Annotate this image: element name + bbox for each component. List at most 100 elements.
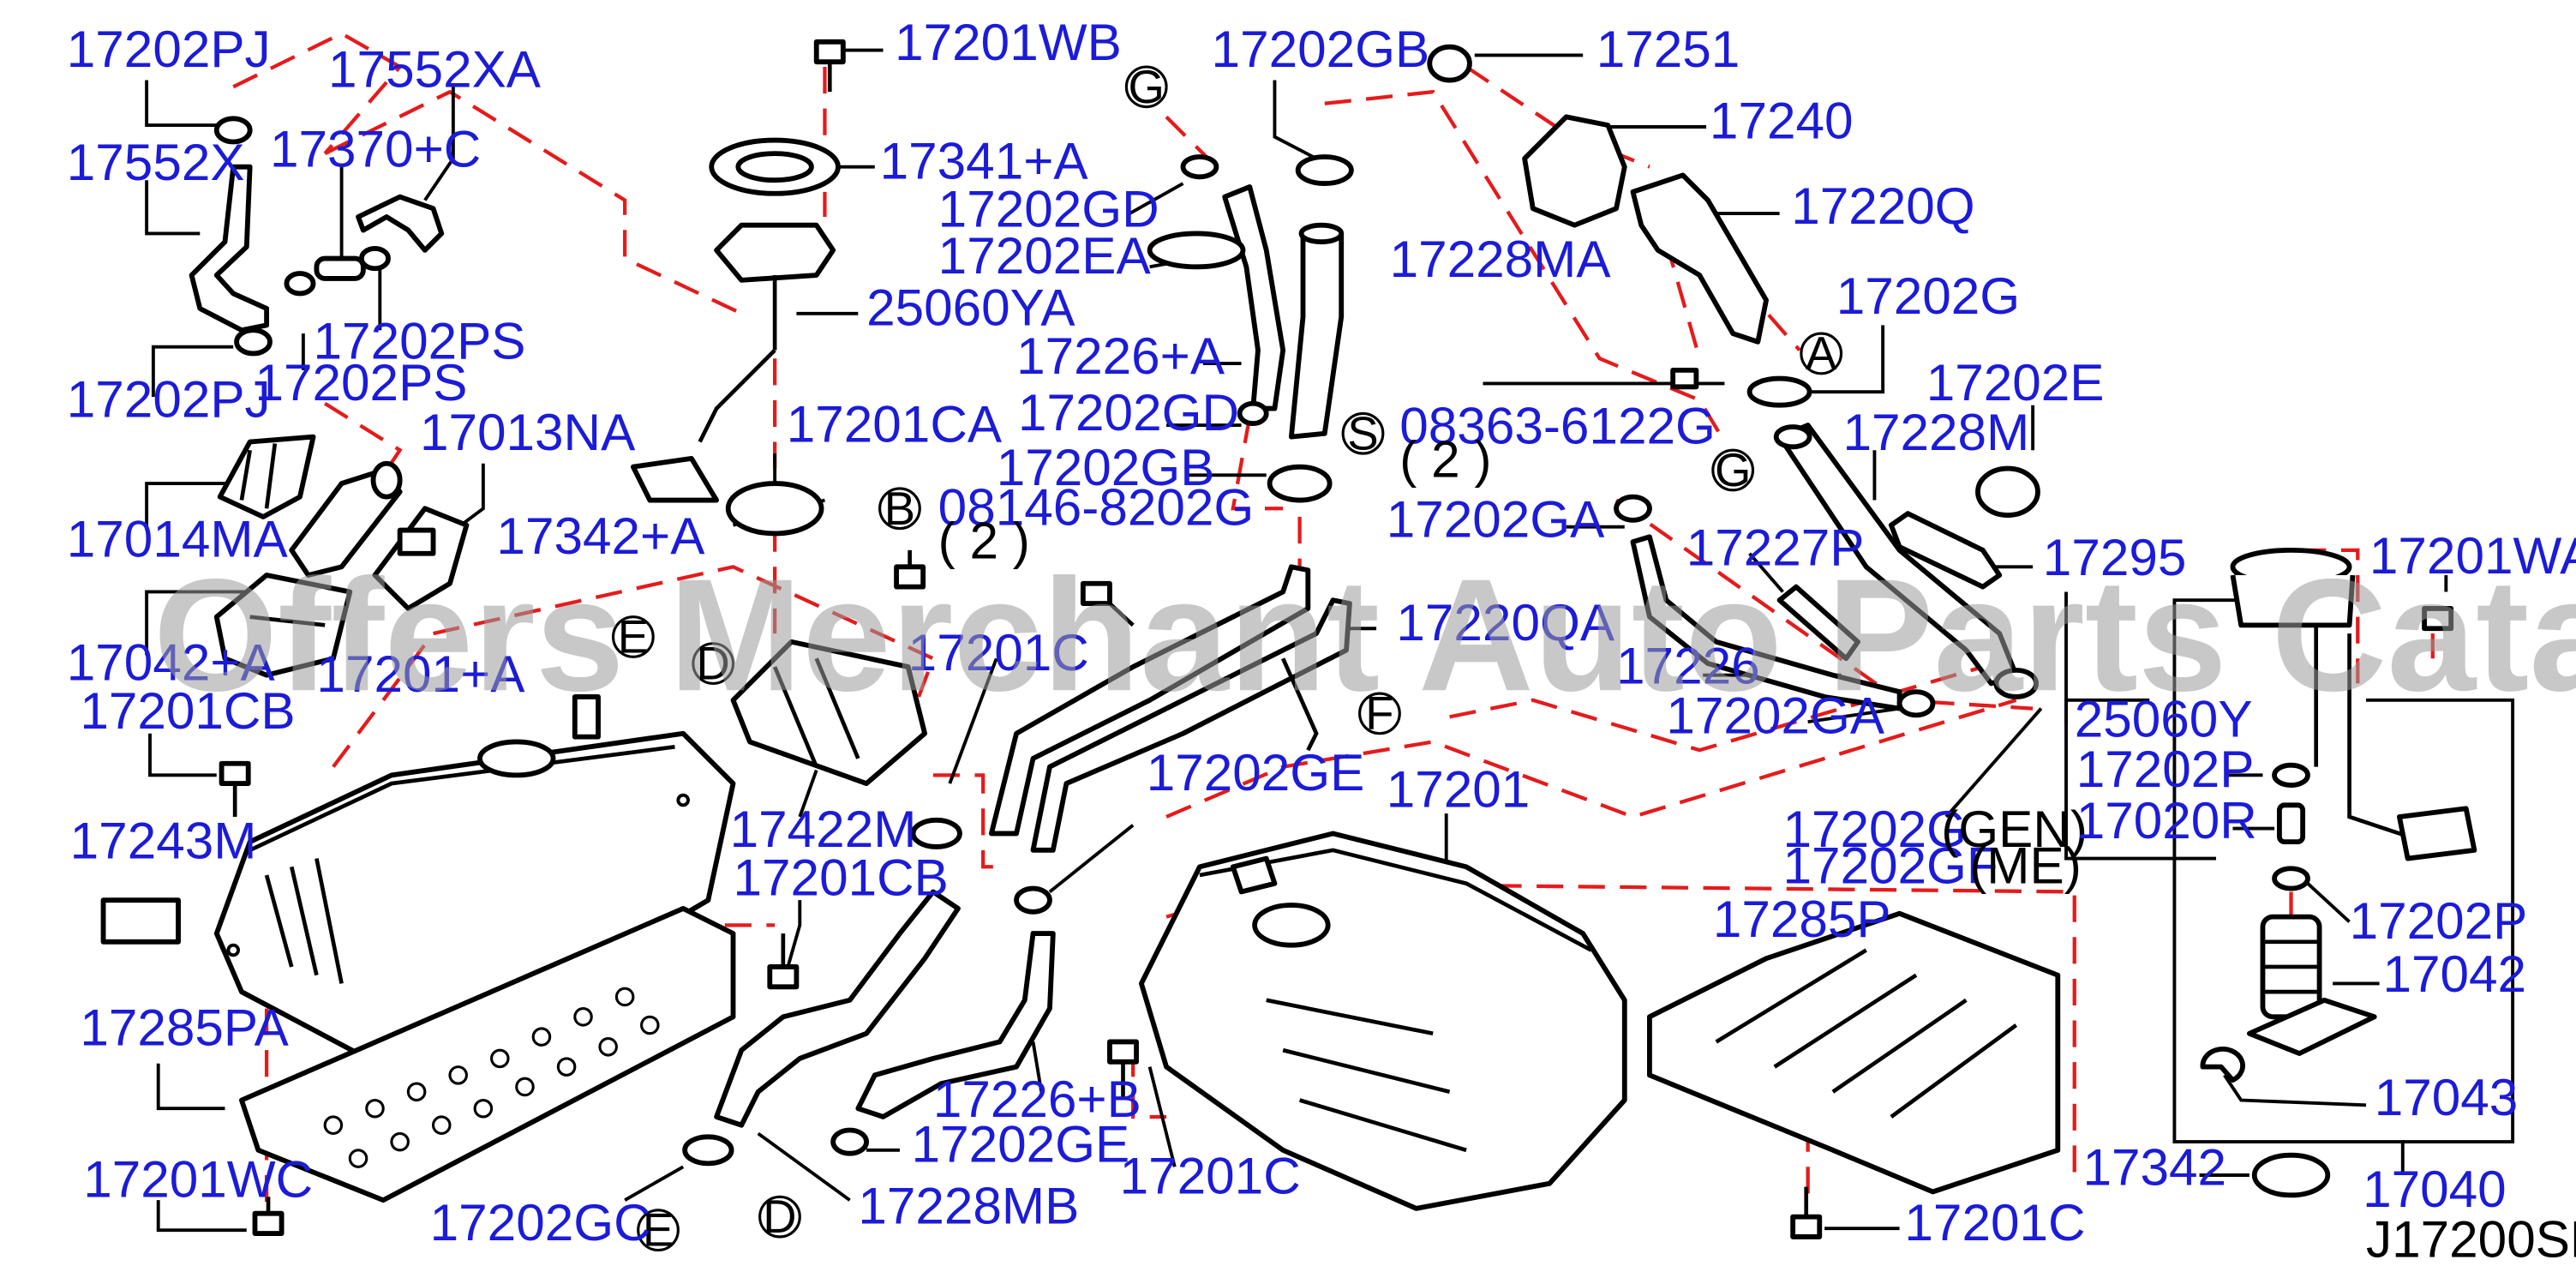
hose-17228mb	[714, 889, 961, 1128]
svg-text:G: G	[1715, 444, 1751, 496]
label-08146-8202g: 08146-8202G	[938, 478, 1255, 537]
hose-17227p	[1630, 534, 1902, 711]
pump-module-25060y	[2230, 547, 2477, 861]
label-17202ps-b: 17202PS	[255, 353, 467, 411]
label-08363-6122g: 08363-6122G	[1399, 396, 1716, 454]
label-17202p-b: 17202P	[2350, 891, 2528, 950]
label-17202g-top: 17202G	[1836, 267, 2020, 325]
label-17226b: 17226+B	[933, 1070, 1141, 1128]
callout-g-top: G	[1124, 61, 1168, 113]
skid-plate-17285p	[1647, 910, 2061, 1195]
label-17228mb: 17228MB	[858, 1176, 1079, 1234]
svg-text:E: E	[643, 1204, 674, 1257]
label-17042: 17042	[2382, 945, 2526, 1003]
clamps-right	[1614, 465, 2040, 718]
label-17202ps-a: 17202PS	[314, 311, 526, 369]
label-17228ma: 17228MA	[1390, 230, 1612, 288]
label-17201ca: 17201CA	[787, 394, 1003, 453]
gasket-17342	[2251, 1152, 2331, 1198]
label-17341a: 17341+A	[880, 131, 1089, 189]
label-17043: 17043	[2375, 1068, 2519, 1126]
label-17202ge-bottom: 17202GE	[912, 1114, 1130, 1173]
label-17020r: 17020R	[2076, 791, 2257, 849]
label-17201cb-b: 17201CB	[734, 848, 949, 906]
svg-text:A: A	[1806, 327, 1837, 380]
vent-hose-17295	[1888, 511, 2003, 590]
label-17285p: 17285P	[1713, 890, 1891, 948]
filler-neck-17220q	[1427, 44, 1812, 408]
watermark-text: Offers Merchant Auto Parts Catalog PARTS…	[153, 545, 2576, 724]
label-17202g-bottom: 17202G	[1782, 800, 1966, 858]
label-17202pj-bottom: 17202PJ	[67, 369, 271, 428]
label-17202ge-mid: 17202GE	[1147, 743, 1365, 801]
label-17228m: 17228M	[1842, 403, 2029, 461]
label-17202gc: 17202GC	[430, 1193, 651, 1251]
bolts-left	[219, 39, 1135, 1236]
label-17201wc: 17201WC	[83, 1149, 313, 1208]
note-me: (ME)	[1969, 837, 2082, 895]
label-17342a: 17342+A	[496, 507, 705, 565]
label-17552x: 17552X	[67, 133, 245, 191]
label-17243m: 17243M	[70, 812, 257, 870]
hose-17228ma	[1288, 222, 1345, 440]
part-labels: 17202PJ 17552XA 17552X 17370+C 17202PS 1…	[67, 13, 2576, 1268]
svg-text:F: F	[1365, 687, 1393, 740]
label-17240: 17240	[1710, 92, 1854, 150]
hose-17226a	[1222, 184, 1286, 411]
sender-unit-17342a	[372, 506, 470, 611]
sender-25060ya	[630, 222, 836, 537]
label-17201c-bottom-right: 17201C	[1904, 1193, 2085, 1251]
label-17013na: 17013NA	[420, 403, 636, 461]
label-17220q: 17220Q	[1791, 177, 1974, 235]
clamps-upper-center	[1147, 154, 1354, 503]
fuel-pump-17042	[2200, 914, 2377, 1083]
callout-f: F	[1358, 687, 1401, 740]
label-17201wa: 17201WA	[2369, 526, 2576, 585]
callout-b: B	[878, 483, 921, 535]
label-25060y: 25060Y	[2075, 690, 2253, 748]
callout-e-top: E	[611, 610, 655, 663]
label-17226: 17226	[1616, 636, 1760, 694]
callout-e-bottom: E	[637, 1204, 680, 1257]
label-17226a: 17226+A	[1016, 327, 1225, 385]
filler-tube-17220qa	[988, 564, 1352, 853]
svg-text:D: D	[697, 638, 730, 690]
label-17201c-mid: 17201C	[908, 623, 1089, 681]
label-17202ga-a: 17202GA	[1387, 489, 1605, 548]
label-plate-17243m	[100, 897, 181, 945]
callout-circles: G A S G B E D F E D	[611, 61, 1843, 1257]
label-17202e: 17202E	[1926, 353, 2105, 411]
callout-g-right: G	[1711, 444, 1755, 496]
callout-a: A	[1800, 327, 1843, 380]
label-17227p: 17227P	[1686, 518, 1865, 576]
label-17342: 17342	[2082, 1138, 2226, 1197]
qty-08363: ( 2 )	[1399, 429, 1491, 488]
clamps-bottom	[682, 817, 1052, 1167]
label-17422m: 17422M	[730, 800, 917, 858]
protector-17422m	[730, 639, 928, 786]
label-17202ea: 17202EA	[938, 226, 1152, 285]
bolt-17201c-bottom	[1107, 1039, 1823, 1239]
fuel-pump-17013na	[289, 460, 403, 578]
pump-bracket-17042a	[213, 573, 353, 678]
label-17201cb-a: 17201CB	[80, 681, 295, 740]
svg-text:D: D	[763, 1191, 796, 1243]
label-17202gb-mid: 17202GB	[997, 438, 1215, 496]
filter-17020r	[2272, 762, 2310, 891]
skid-plate-17285pa	[239, 905, 736, 1203]
label-17202gd-a: 17202GD	[938, 180, 1159, 238]
label-25060ya: 25060YA	[866, 278, 1075, 336]
label-17201c-bottom-left: 17201C	[1120, 1146, 1301, 1204]
label-17014ma: 17014MA	[67, 510, 289, 568]
gasket-17341a	[709, 137, 841, 196]
label-17202ga-b: 17202GA	[1666, 687, 1884, 745]
label-17295: 17295	[2043, 528, 2187, 586]
callout-s: S	[1341, 407, 1385, 459]
label-17202p-a: 17202P	[2076, 740, 2255, 798]
label-17202pj-top: 17202PJ	[67, 20, 271, 78]
label-17285pa: 17285PA	[80, 998, 289, 1056]
label-17042a: 17042+A	[67, 633, 276, 692]
label-17201wb: 17201WB	[895, 13, 1122, 71]
label-17201: 17201	[1387, 759, 1531, 818]
